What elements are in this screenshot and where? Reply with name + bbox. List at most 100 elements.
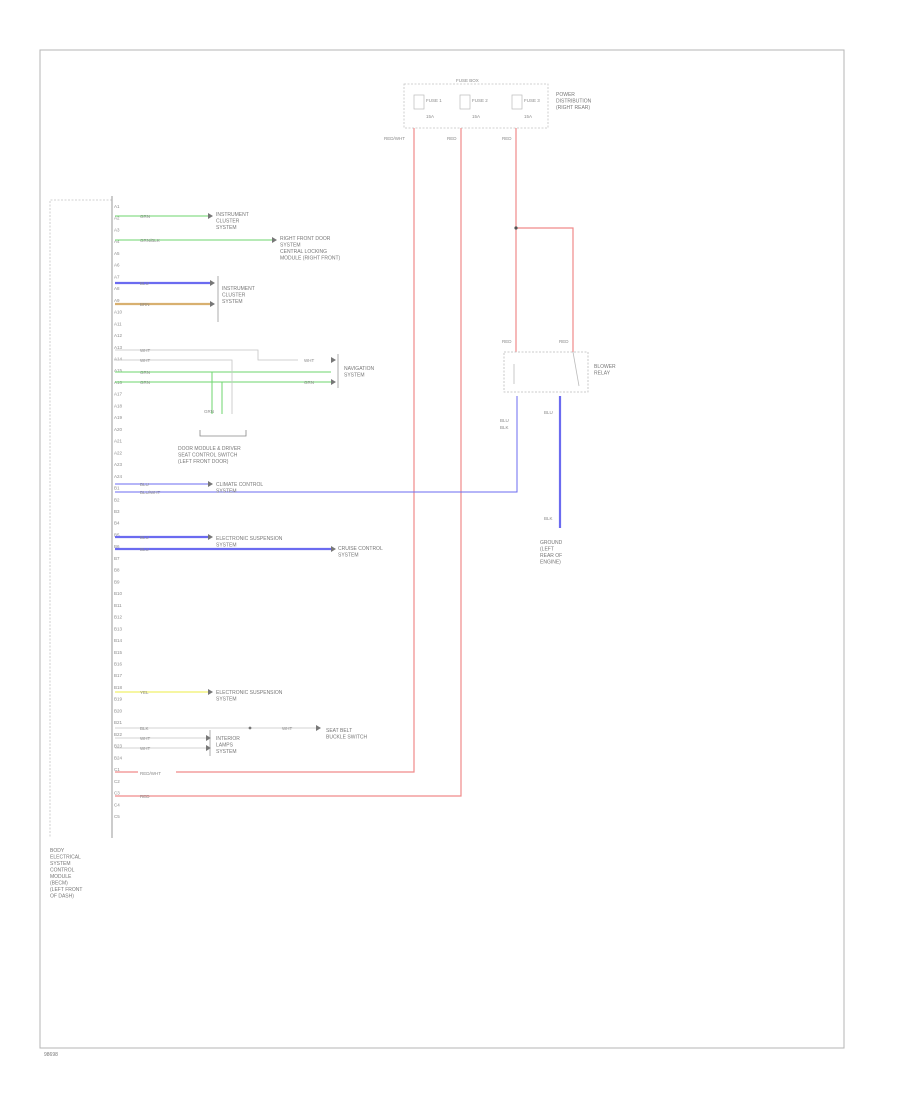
becm-pin-label: B23 bbox=[114, 744, 123, 749]
fuse-symbol bbox=[459, 94, 471, 110]
component-label-line: CLUSTER bbox=[222, 293, 246, 299]
becm-pin-label: A17 bbox=[114, 392, 123, 397]
becm-pin-labels: A1A2A3A4A5A6A7A8A9A10A11A12A13A14A15A16A… bbox=[114, 204, 123, 819]
wire-label: BLU bbox=[140, 482, 149, 487]
fuse-name: FUSE 3 bbox=[524, 98, 540, 103]
wire-blu-relay-to-becm bbox=[115, 396, 518, 493]
becm-pin-label: B1 bbox=[114, 486, 120, 491]
wire-red-fuse2 bbox=[115, 128, 462, 797]
component-label-line: SYSTEM bbox=[216, 543, 237, 549]
connector-arrow bbox=[272, 237, 277, 243]
connector-arrow bbox=[208, 534, 213, 540]
wire-label: GRN bbox=[204, 409, 214, 414]
blower-relay: BLOWER RELAY bbox=[503, 351, 617, 393]
becm-outline bbox=[49, 199, 112, 838]
fuse-2: FUSE 2 15A bbox=[459, 94, 488, 119]
fuse-box-label-line: POWER bbox=[556, 92, 575, 98]
becm-pin-label: A22 bbox=[114, 450, 123, 455]
component-label-line: INSTRUMENT bbox=[216, 212, 249, 218]
component-label-line: SYSTEM bbox=[216, 749, 237, 755]
connector-arrow bbox=[331, 357, 336, 363]
becm-pin-label: B8 bbox=[114, 568, 120, 573]
red-power-wires bbox=[115, 128, 574, 797]
component-label-line: SEAT BELT bbox=[326, 728, 352, 734]
becm-pin-label: A14 bbox=[114, 357, 123, 362]
becm-pin-label: B13 bbox=[114, 626, 123, 631]
wire-label: WHT bbox=[304, 358, 314, 363]
wire-wht-b bbox=[115, 359, 233, 414]
fuse-amps: 15A bbox=[472, 114, 480, 119]
becm-pin-label: B18 bbox=[114, 685, 123, 690]
component-cruise: CRUISE CONTROL SYSTEM bbox=[338, 546, 384, 559]
component-label-line: SEAT CONTROL SWITCH bbox=[178, 453, 238, 459]
becm-pin-label: A2 bbox=[114, 216, 120, 221]
wire-label: BLK bbox=[500, 425, 509, 430]
component-label-line: CRUISE CONTROL bbox=[338, 546, 383, 552]
wire-label: GRN/BLK bbox=[140, 238, 160, 243]
fuse-amps: 15A bbox=[524, 114, 532, 119]
wire-red-white bbox=[115, 128, 415, 773]
becm-pin-label: B10 bbox=[114, 591, 123, 596]
component-interior-lamps: INTERIOR LAMPS SYSTEM bbox=[216, 736, 241, 755]
wire-label: BRN bbox=[140, 302, 150, 307]
wire-label: RED bbox=[502, 136, 512, 141]
door-module-bracket bbox=[199, 430, 247, 437]
wire-label: BLU/WHT bbox=[140, 490, 161, 495]
wire-label: GRN bbox=[140, 370, 150, 375]
relay-label: BLOWER RELAY bbox=[594, 364, 617, 377]
fuse-box-header: FUSE BOX bbox=[456, 78, 479, 83]
wire-label: BLU bbox=[140, 535, 149, 540]
fuse-3: FUSE 3 15A bbox=[511, 94, 540, 119]
component-label-line: RIGHT FRONT DOOR bbox=[280, 236, 331, 242]
component-electronic-susp-1: ELECTRONIC SUSPENSION SYSTEM bbox=[216, 536, 284, 549]
component-label-line: SYSTEM bbox=[280, 243, 301, 249]
becm-module: A1A2A3A4A5A6A7A8A9A10A11A12A13A14A15A16A… bbox=[49, 196, 123, 900]
component-label-line: INTERIOR bbox=[216, 736, 240, 742]
fuse-symbol bbox=[511, 94, 523, 110]
component-label-line: MODULE (RIGHT FRONT) bbox=[280, 256, 341, 262]
component-instrument-cluster-1: INSTRUMENT CLUSTER SYSTEM bbox=[216, 212, 250, 231]
figure-id: 98698 bbox=[44, 1052, 58, 1058]
component-label-line: (LEFT FRONT DOOR) bbox=[178, 459, 229, 465]
wire-label: RED bbox=[447, 136, 457, 141]
becm-pin-label: A7 bbox=[114, 274, 120, 279]
component-label-line: SYSTEM bbox=[216, 697, 237, 703]
fuse-box-label: POWER DISTRIBUTION (RIGHT REAR) bbox=[556, 92, 593, 111]
component-label-line: NAVIGATION bbox=[344, 366, 374, 372]
connector-arrow bbox=[208, 213, 213, 219]
relay-label-line: RELAY bbox=[594, 371, 611, 377]
relay-contact bbox=[572, 351, 580, 387]
wire-label: WHT bbox=[140, 358, 150, 363]
ground-label-line: GROUND bbox=[540, 540, 563, 546]
component-label-line: SYSTEM bbox=[344, 373, 365, 379]
component-seat-belt: SEAT BELT BUCKLE SWITCH bbox=[326, 728, 368, 741]
becm-pin-label: B9 bbox=[114, 579, 120, 584]
connector-arrow bbox=[210, 301, 215, 307]
component-label-line: SYSTEM bbox=[216, 489, 237, 495]
green-wires bbox=[115, 215, 331, 414]
fuse-symbol bbox=[413, 94, 425, 110]
becm-label-line: MODULE bbox=[50, 874, 72, 880]
connector-arrow bbox=[210, 280, 215, 286]
becm-label-line: CONTROL bbox=[50, 868, 75, 874]
wire-label: BLK bbox=[544, 516, 553, 521]
becm-pin-label: C5 bbox=[114, 814, 120, 819]
connector-arrow bbox=[206, 745, 211, 751]
ground-point: GROUND (LEFT REAR OF ENGINE) bbox=[540, 540, 563, 566]
component-label-line: CLIMATE CONTROL bbox=[216, 482, 263, 488]
becm-pin-label: B3 bbox=[114, 509, 120, 514]
diagram-frame bbox=[39, 49, 845, 1049]
fuse-name: FUSE 2 bbox=[472, 98, 488, 103]
wire-label: RED/WHT bbox=[140, 771, 161, 776]
fuse-amps: 15A bbox=[426, 114, 434, 119]
becm-pin-label: A11 bbox=[114, 321, 122, 326]
becm-pin-label: A6 bbox=[114, 263, 120, 268]
component-label-line: SYSTEM bbox=[222, 299, 243, 305]
wire-label: RED bbox=[559, 339, 569, 344]
becm-pin-label: B17 bbox=[114, 673, 123, 678]
connector-arrow bbox=[316, 725, 321, 731]
becm-pin-label: B22 bbox=[114, 732, 123, 737]
becm-pin-label: A23 bbox=[114, 462, 123, 467]
wire-label: RED bbox=[140, 794, 150, 799]
